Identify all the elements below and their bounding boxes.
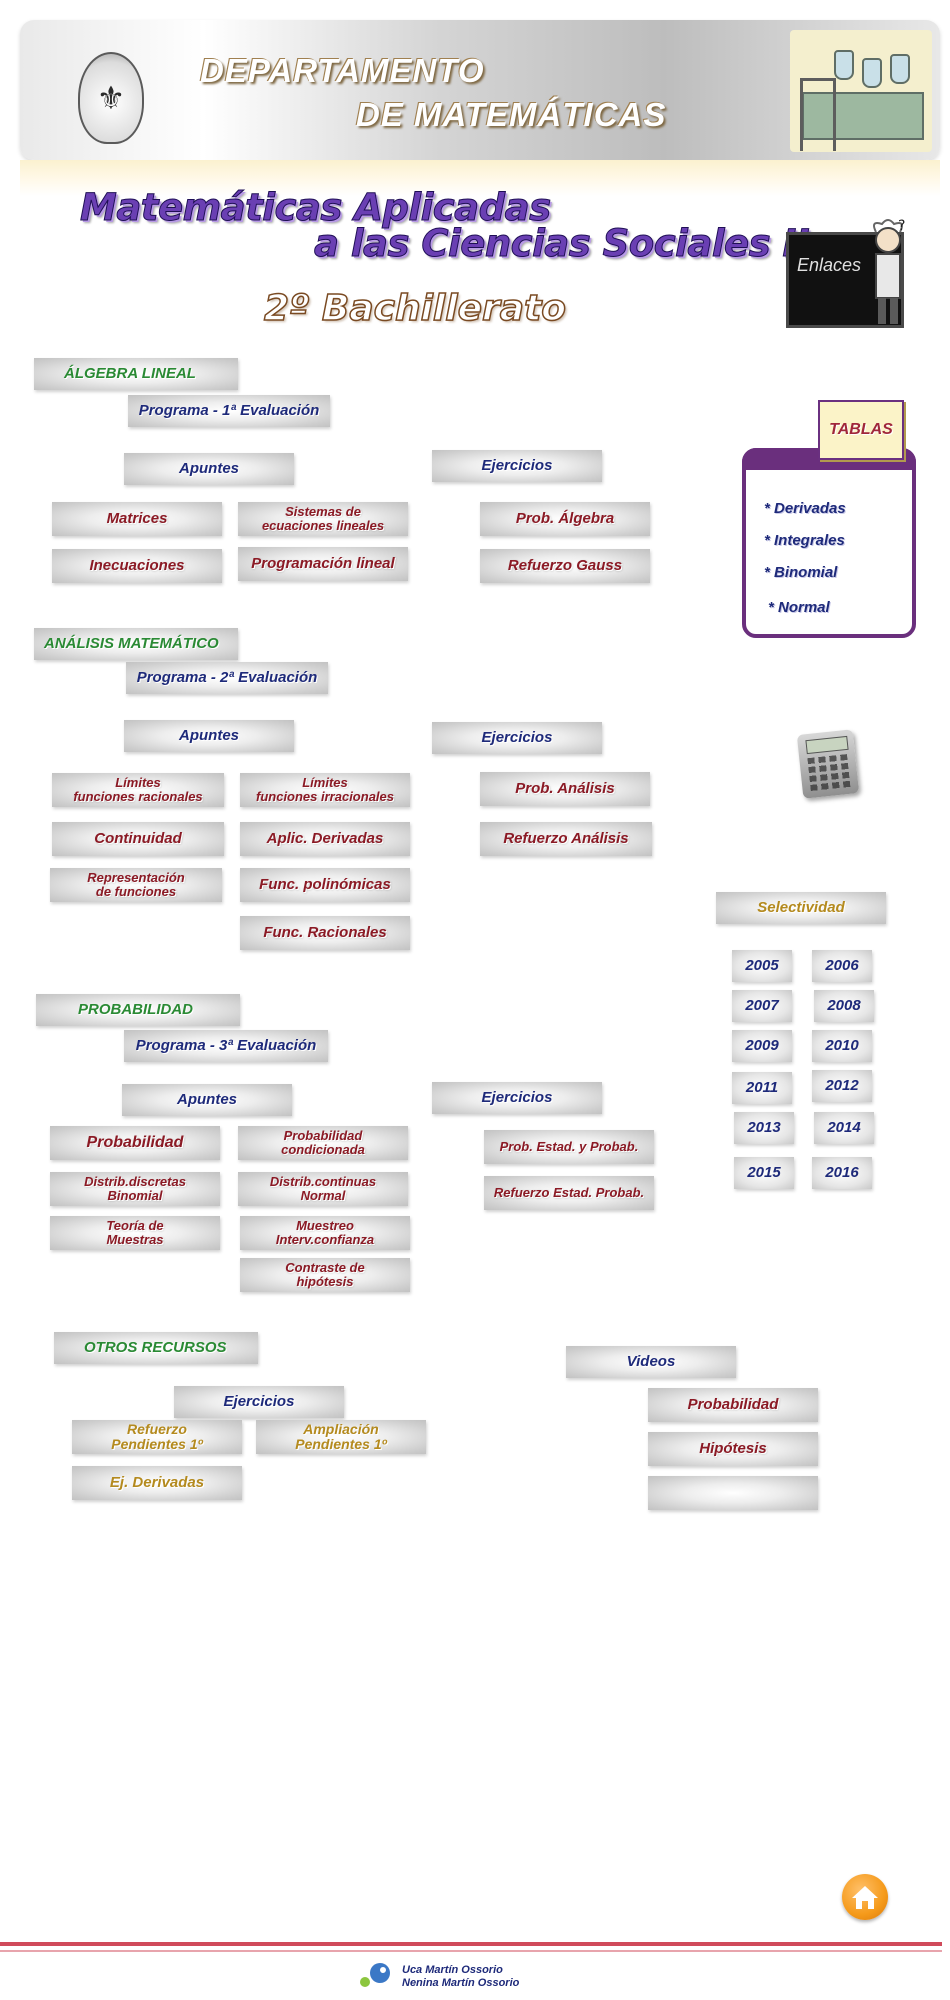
course-title: 2º Bachillerato [263, 287, 567, 330]
lab-stool-icon [800, 78, 836, 151]
year-2015-button[interactable]: 2015 [734, 1157, 794, 1189]
note-rational-limits[interactable]: Límites funciones racionales [52, 773, 224, 807]
footer-divider-top [0, 1942, 942, 1946]
flask-icon [834, 50, 854, 80]
home-button[interactable] [842, 1874, 888, 1920]
note-discrete-distributions[interactable]: Distrib.discretas Binomial [50, 1172, 220, 1206]
calculator-icon [796, 729, 860, 799]
authors-logo-icon [360, 1963, 390, 1987]
svg-text:?: ? [898, 218, 905, 234]
year-2014-button[interactable]: 2014 [814, 1112, 874, 1144]
note-matrices[interactable]: Matrices [52, 502, 222, 536]
note-linear-programming[interactable]: Programación lineal [238, 547, 408, 581]
note-rational-functions[interactable]: Func. Racionales [240, 916, 410, 950]
home-icon [852, 1886, 878, 1909]
footer-divider-bottom [0, 1950, 942, 1952]
exercise-gauss[interactable]: Refuerzo Gauss [480, 549, 650, 583]
laboratory-illustration [790, 30, 932, 152]
pending-extension-button[interactable]: Ampliación Pendientes 1º [256, 1420, 426, 1454]
analysis-exercises-button[interactable]: Ejercicios [432, 722, 602, 754]
author-name: Nenina Martín Ossorio [402, 1977, 520, 1989]
table-link-integrals[interactable]: * Integrales [764, 532, 845, 549]
flask-icon [862, 58, 882, 88]
year-2006-button[interactable]: 2006 [812, 950, 872, 982]
year-2010-button[interactable]: 2010 [812, 1030, 872, 1062]
header-banner [20, 20, 940, 160]
tables-label: TABLAS [829, 421, 893, 438]
footer-credits: Uca Martín Ossorio Nenina Martín Ossorio [402, 1964, 519, 1990]
calculator-screen [805, 735, 849, 755]
note-sampling-theory[interactable]: Teoría de Muestras [50, 1216, 220, 1250]
algebra-heading[interactable]: ÁLGEBRA LINEAL [34, 358, 238, 390]
videos-button[interactable]: Videos [566, 1346, 736, 1378]
probability-notes-button[interactable]: Apuntes [122, 1084, 292, 1116]
algebra-notes-button[interactable]: Apuntes [124, 453, 294, 485]
analysis-heading[interactable]: ANÁLISIS MATEMÁTICO [34, 628, 238, 660]
note-hypothesis-testing[interactable]: Contraste de hipótesis [240, 1258, 410, 1292]
year-2016-button[interactable]: 2016 [812, 1157, 872, 1189]
year-2007-button[interactable]: 2007 [732, 990, 792, 1022]
professor-icon: ? [873, 218, 905, 324]
year-2012-button[interactable]: 2012 [812, 1070, 872, 1102]
algebra-exercises-button[interactable]: Ejercicios [432, 450, 602, 482]
header-glow [20, 160, 940, 196]
pending-reinforcement-button[interactable]: Refuerzo Pendientes 1º [72, 1420, 242, 1454]
note-conditional-probability[interactable]: Probabilidad condicionada [238, 1126, 408, 1160]
table-link-normal[interactable]: * Normal [768, 599, 830, 616]
note-irrational-limits[interactable]: Límites funciones irracionales [240, 773, 410, 807]
note-linear-systems[interactable]: Sistemas de ecuaciones lineales [238, 502, 408, 536]
analysis-program-button[interactable]: Programa - 2ª Evaluación [126, 662, 328, 694]
note-polynomial-functions[interactable]: Func. polinómicas [240, 868, 410, 902]
other-exercises-button[interactable]: Ejercicios [174, 1386, 344, 1418]
analysis-notes-button[interactable]: Apuntes [124, 720, 294, 752]
video-empty-button[interactable] [648, 1476, 818, 1510]
exercise-statistics-probability[interactable]: Prob. Estad. y Probab. [484, 1130, 654, 1164]
lab-table-icon [802, 92, 924, 140]
note-confidence-intervals[interactable]: Muestreo Interv.confianza [240, 1216, 410, 1250]
author-name: Uca Martín Ossorio [402, 1964, 503, 1976]
year-2009-button[interactable]: 2009 [732, 1030, 792, 1062]
exercise-algebra[interactable]: Prob. Álgebra [480, 502, 650, 536]
school-crest-icon: ⚜ [78, 52, 144, 144]
note-derivative-applications[interactable]: Aplic. Derivadas [240, 822, 410, 856]
links-label: Enlaces [797, 255, 862, 275]
note-continuity[interactable]: Continuidad [52, 822, 224, 856]
algebra-program-button[interactable]: Programa - 1ª Evaluación [128, 395, 330, 427]
note-inequalities[interactable]: Inecuaciones [52, 549, 222, 583]
year-2008-button[interactable]: 2008 [814, 990, 874, 1022]
exercise-analysis[interactable]: Prob. Análisis [480, 772, 650, 806]
year-2005-button[interactable]: 2005 [732, 950, 792, 982]
tables-book-button[interactable]: TABLAS [818, 400, 904, 460]
year-2011-button[interactable]: 2011 [732, 1072, 792, 1104]
department-title-line1: DEPARTAMENTO [200, 52, 485, 89]
table-link-binomial[interactable]: * Binomial [764, 564, 838, 581]
department-title-line2: DE MATEMÁTICAS [356, 96, 667, 133]
exercise-analysis-reinforcement[interactable]: Refuerzo Análisis [480, 822, 652, 856]
table-link-derivatives[interactable]: * Derivadas [764, 500, 846, 517]
flask-icon [890, 54, 910, 84]
selectividad-button[interactable]: Selectividad [716, 892, 886, 924]
note-continuous-distributions[interactable]: Distrib.continuas Normal [238, 1172, 408, 1206]
subject-title-line2: a las Ciencias Sociales II [313, 222, 810, 266]
note-probability[interactable]: Probabilidad [50, 1126, 220, 1160]
note-function-graphing[interactable]: Representación de funciones [50, 868, 222, 902]
probability-heading[interactable]: PROBABILIDAD [36, 994, 240, 1026]
video-probability-button[interactable]: Probabilidad [648, 1388, 818, 1422]
year-2013-button[interactable]: 2013 [734, 1112, 794, 1144]
exercise-statistics-reinforcement[interactable]: Refuerzo Estad. Probab. [484, 1176, 654, 1210]
subject-title-line1: Matemáticas Aplicadas [80, 186, 552, 230]
probability-exercises-button[interactable]: Ejercicios [432, 1082, 602, 1114]
video-hypothesis-button[interactable]: Hipótesis [648, 1432, 818, 1466]
other-resources-heading[interactable]: OTROS RECURSOS [54, 1332, 258, 1364]
derivative-exercises-button[interactable]: Ej. Derivadas [72, 1466, 242, 1500]
calculator-keys [807, 753, 851, 792]
probability-program-button[interactable]: Programa - 3ª Evaluación [124, 1030, 328, 1062]
